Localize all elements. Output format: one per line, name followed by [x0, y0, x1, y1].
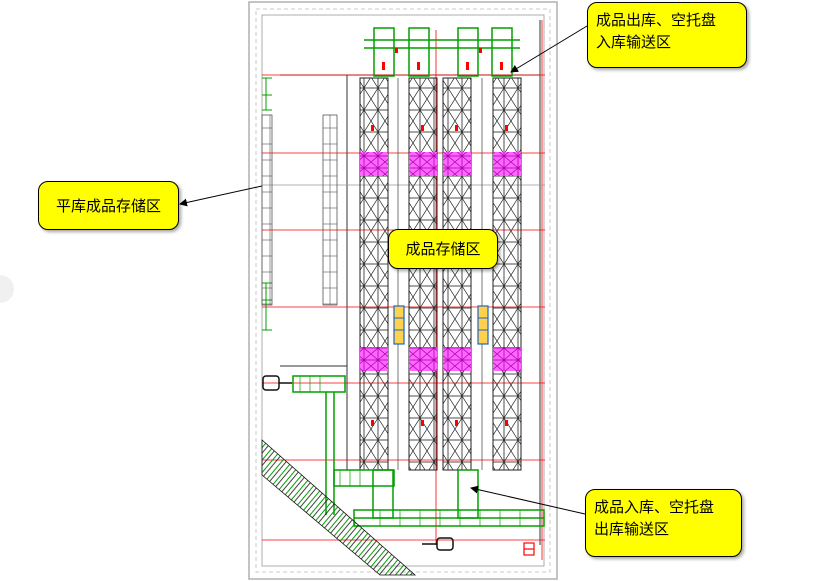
- inbound-hatching: [299, 376, 521, 526]
- callout-flat-storage-label: 平库成品存储区: [55, 196, 161, 215]
- transfer-bands: [360, 152, 521, 371]
- callout-inbound-conveyor-zone: 成品入库、空托盘 出库输送区: [585, 489, 742, 557]
- callout-inbound-line1: 成品入库、空托盘: [594, 498, 715, 516]
- stacker-crane-icon: [393, 305, 489, 345]
- callout-outbound-line2: 入库输送区: [596, 33, 672, 51]
- flat-storage-racks: [261, 114, 338, 306]
- corner-stamp: [523, 542, 535, 556]
- outbound-conveyors: [364, 27, 520, 77]
- callout-product-storage-zone: 成品存储区: [388, 229, 498, 269]
- high-bay-racks: [359, 77, 522, 471]
- pallet-icon: [262, 375, 454, 551]
- outbound-markers: [382, 48, 503, 70]
- aisles: [397, 78, 483, 470]
- callout-inbound-line2: 出库输送区: [594, 520, 670, 538]
- arrow-icon: [179, 25, 588, 515]
- callout-outbound-conveyor-zone: 成品出库、空托盘 入库输送区: [587, 2, 747, 68]
- page-edge-chip: [0, 275, 14, 303]
- callout-outbound-line1: 成品出库、空托盘: [596, 11, 717, 29]
- callout-flat-storage-zone: 平库成品存储区: [38, 181, 179, 230]
- rack-markers: [371, 125, 508, 426]
- callout-product-storage-label: 成品存储区: [405, 240, 481, 258]
- diagonal-conveyor: [261, 439, 417, 576]
- inbound-conveyors: [292, 375, 545, 527]
